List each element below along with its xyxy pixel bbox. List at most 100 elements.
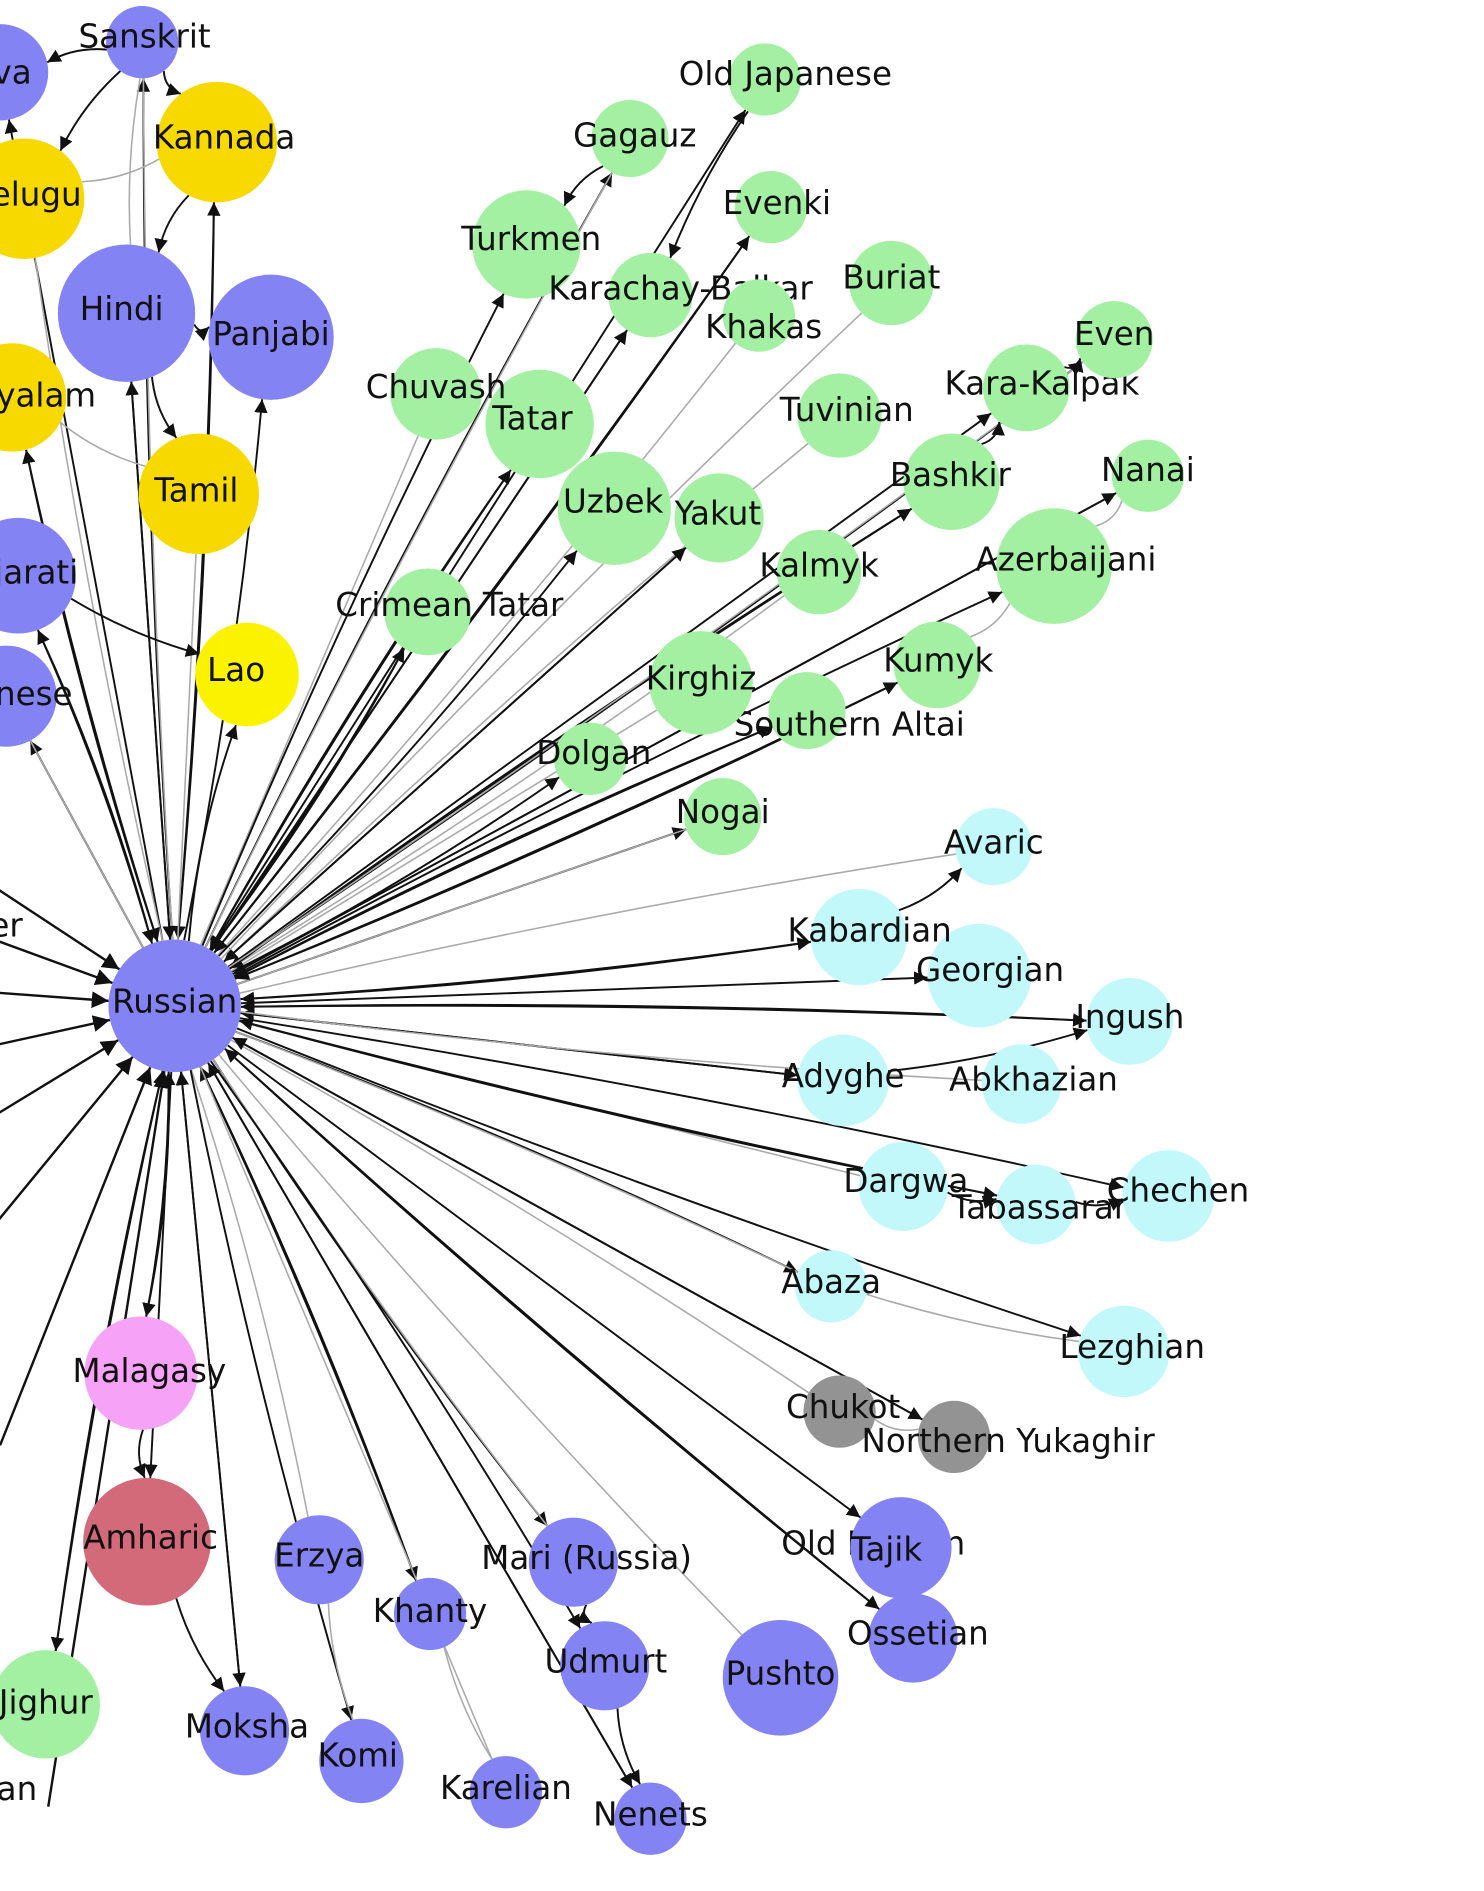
node-malagasy[interactable]: Malagasy (73, 1316, 227, 1430)
node-circle[interactable] (917, 1400, 991, 1474)
node-kalmyk[interactable]: Kalmyk (759, 529, 879, 615)
node-kirghiz[interactable]: Kirghiz (646, 631, 757, 735)
node-amharic[interactable]: Amharic (83, 1477, 218, 1606)
node-pushto[interactable]: Pushto (722, 1619, 839, 1736)
node-circle[interactable] (528, 1517, 618, 1607)
node-circle[interactable] (554, 722, 627, 795)
node-crimean-tatar[interactable]: Crimean Tatar (335, 568, 564, 656)
node-circle[interactable] (0, 343, 67, 452)
node-komi[interactable]: Komi (318, 1718, 404, 1804)
node-circle[interactable] (797, 1034, 889, 1127)
node-udmurt[interactable]: Udmurt (544, 1621, 667, 1711)
node-circle[interactable] (996, 1164, 1076, 1245)
node-dargwa[interactable]: Dargwa (843, 1141, 968, 1231)
node-gujarati[interactable]: jarati (0, 517, 78, 634)
node-circle[interactable] (469, 1756, 543, 1829)
node-circle[interactable] (955, 808, 1033, 886)
node-circle[interactable] (674, 473, 764, 563)
node-turkmen[interactable]: Turkmen (460, 190, 601, 299)
node-circle[interactable] (0, 24, 49, 121)
node-circle[interactable] (0, 138, 85, 259)
node-circle[interactable] (138, 433, 260, 555)
node-uighur[interactable]: Jighur (0, 1650, 101, 1759)
node-circle[interactable] (274, 1515, 364, 1605)
node-kumyk[interactable]: Kumyk (883, 621, 994, 709)
node-circle[interactable] (868, 1593, 958, 1683)
node-kannada[interactable]: Kannada (153, 81, 295, 203)
node-sanskrit[interactable]: Sanskrit (79, 6, 211, 79)
node-circle[interactable] (106, 6, 179, 79)
node-marathi[interactable]: va (0, 24, 49, 121)
node-even[interactable]: Even (1074, 301, 1154, 379)
node-circle[interactable] (996, 508, 1112, 624)
node-circle[interactable] (614, 1782, 687, 1855)
node-circle[interactable] (608, 252, 693, 338)
node-mari-russia[interactable]: Mari (Russia) (481, 1517, 692, 1607)
node-bashkir[interactable]: Bashkir (890, 433, 1012, 530)
node-circle[interactable] (858, 1141, 948, 1231)
node-tajik[interactable]: Tajik (850, 1497, 952, 1599)
node-circle[interactable] (319, 1718, 404, 1804)
node-circle[interactable] (1086, 978, 1174, 1065)
node-circle[interactable] (903, 433, 1000, 530)
node-circle[interactable] (849, 240, 934, 326)
node-circle[interactable] (722, 1619, 839, 1736)
node-adyghe[interactable]: Adyghe (782, 1034, 905, 1127)
node-circle[interactable] (927, 923, 1032, 1028)
node-karelian[interactable]: Karelian (440, 1756, 572, 1829)
node-old-japanese[interactable]: Old Japanese (679, 43, 892, 116)
node-circle[interactable] (982, 344, 1070, 432)
node-circle[interactable] (728, 43, 802, 116)
node-circle[interactable] (734, 171, 808, 244)
node-chuvash[interactable]: Chuvash (366, 348, 507, 440)
node-circle[interactable] (108, 939, 241, 1072)
node-circle[interactable] (684, 778, 762, 856)
node-moksha[interactable]: Moksha (185, 1686, 309, 1776)
node-circle[interactable] (1111, 439, 1185, 512)
node-ossetian[interactable]: Ossetian (847, 1593, 989, 1683)
node-dolgan[interactable]: Dolgan (536, 722, 651, 795)
node-tatar[interactable]: Tatar (485, 369, 594, 479)
node-circle[interactable] (1078, 1305, 1170, 1398)
node-khanty[interactable]: Khanty (373, 1577, 487, 1651)
node-abaza[interactable]: Abaza (781, 1250, 881, 1323)
node-circle[interactable] (803, 1375, 876, 1448)
node-hindi[interactable]: Hindi (57, 244, 196, 382)
node-circle[interactable] (0, 1650, 101, 1759)
node-georgian[interactable]: Georgian (916, 923, 1064, 1028)
node-circle[interactable] (893, 621, 981, 709)
node-khakas[interactable]: Khakas (705, 279, 822, 352)
node-gagauz[interactable]: Gagauz (573, 99, 696, 178)
node-circle[interactable] (195, 622, 299, 727)
node-malayalam[interactable]: ayalam (0, 343, 96, 452)
node-nogai[interactable]: Nogai (676, 778, 770, 856)
node-circle[interactable] (560, 1621, 650, 1711)
node-circle[interactable] (384, 568, 471, 656)
node-evenki[interactable]: Evenki (723, 171, 831, 244)
node-tuvinian[interactable]: Tuvinian (779, 373, 914, 458)
node-circle[interactable] (776, 529, 862, 615)
node-circle[interactable] (208, 274, 334, 400)
node-lezghian[interactable]: Lezghian (1060, 1305, 1205, 1398)
node-circle[interactable] (390, 348, 482, 440)
node-circle[interactable] (810, 888, 908, 986)
node-circle[interactable] (797, 373, 882, 458)
node-abkhazian[interactable]: Abkhazian (949, 1044, 1118, 1124)
node-avaric[interactable]: Avaric (944, 808, 1044, 886)
node-southern-altai[interactable]: Southern Altai (734, 672, 965, 750)
node-yakut[interactable]: Yakut (674, 473, 764, 563)
node-buriat[interactable]: Buriat (842, 240, 940, 326)
node-circle[interactable] (199, 1686, 290, 1776)
node-circle[interactable] (1075, 301, 1153, 379)
node-ingush[interactable]: Ingush (1075, 978, 1184, 1065)
node-circle[interactable] (57, 244, 196, 382)
node-uzbek[interactable]: Uzbek (557, 451, 671, 565)
node-circle[interactable] (557, 451, 671, 565)
node-tamil[interactable]: Tamil (138, 433, 260, 555)
node-nenets[interactable]: Nenets (593, 1782, 708, 1855)
node-circle[interactable] (393, 1577, 467, 1651)
node-circle[interactable] (1122, 1150, 1215, 1242)
node-circle[interactable] (83, 1477, 211, 1606)
node-tabassaran[interactable]: Tabassaran (951, 1164, 1135, 1245)
node-circle[interactable] (472, 190, 581, 299)
